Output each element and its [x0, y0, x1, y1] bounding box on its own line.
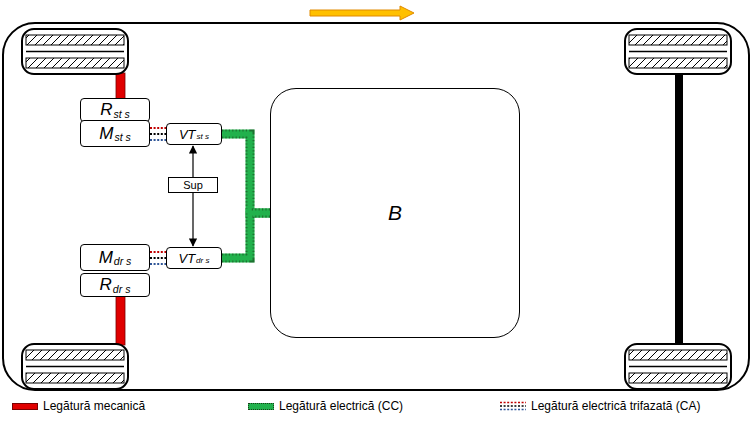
tire-outline [625, 344, 731, 389]
subscript-text: dr s [196, 256, 209, 265]
legend-line [500, 409, 526, 411]
dc-link [222, 134, 270, 213]
tire [22, 344, 128, 389]
phase-wire [150, 257, 166, 259]
legend-item: Legătură mecanică [12, 398, 145, 414]
tire [625, 29, 731, 74]
legend-line-sample [500, 401, 526, 411]
tire-tread [26, 350, 124, 360]
tire-tread [629, 373, 727, 383]
rear-axle [675, 74, 683, 344]
reducer-box: Rdr s [80, 273, 150, 297]
dc-bus-core [222, 134, 270, 213]
three-phase-link [150, 128, 166, 140]
symbol-text: R [100, 275, 112, 295]
phase-wire [150, 127, 166, 129]
legend-text: Legătură electrică trifazată (CA) [531, 399, 700, 413]
tire-tread [26, 35, 124, 45]
dc-link [222, 213, 270, 258]
phase-wire [150, 263, 166, 265]
tire-tread [629, 350, 727, 360]
control-line [192, 193, 193, 246]
tire-tread [26, 58, 124, 68]
dc-bus-dots [222, 213, 270, 258]
symbol-text: VT [178, 251, 195, 266]
tire [22, 29, 128, 74]
tire-tread [26, 373, 124, 383]
phase-wire [150, 133, 166, 135]
tire-groove [26, 366, 124, 368]
legend-swatch [12, 403, 38, 410]
symbol-text: B [388, 201, 402, 225]
legend-line [500, 405, 526, 407]
dc-bus [222, 213, 270, 258]
inverter-box: VTst s [166, 123, 222, 145]
chassis-outline [3, 23, 749, 390]
direction-arrow [310, 6, 414, 20]
tire-groove [629, 51, 727, 53]
legend-text: Legătură mecanică [43, 399, 145, 413]
mechanical-link [116, 73, 125, 99]
tire [625, 344, 731, 389]
inverter-box: VTdr s [166, 247, 222, 269]
reducer-box: Rst s [80, 98, 150, 122]
symbol-text: M [99, 248, 113, 268]
symbol-text: Sup [183, 179, 203, 191]
subscript-text: dr s [114, 255, 132, 267]
legend-item: Legătură electrică (CC) [248, 398, 403, 414]
control-arrow [193, 146, 194, 177]
tire-groove [26, 51, 124, 53]
legend-swatch [248, 403, 274, 410]
legend-text: Legătură electrică (CC) [279, 399, 403, 413]
phase-wire [150, 139, 166, 141]
legend-item: Legătură electrică trifazată (CA) [500, 398, 700, 414]
tire-tread [629, 58, 727, 68]
subscript-text: st s [197, 132, 210, 141]
subscript-text: st s [114, 131, 130, 143]
motor-box: Mdr s [80, 244, 150, 271]
dc-bus-core [222, 213, 270, 258]
control-line [192, 146, 193, 177]
subscript-text: st s [113, 108, 129, 120]
symbol-text: VT [179, 127, 196, 142]
symbol-text: R [100, 100, 112, 120]
tire-tread [629, 35, 727, 45]
subscript-text: dr s [113, 283, 131, 295]
tire-outline [625, 29, 731, 74]
tire-outline [22, 344, 128, 389]
three-phase-link [150, 252, 166, 264]
motor-box: Mst s [80, 120, 150, 147]
phase-wire [150, 251, 166, 253]
control-arrow [193, 193, 194, 246]
tire-groove [629, 366, 727, 368]
tire-outline [22, 29, 128, 74]
battery-box: B [270, 88, 520, 338]
dc-bus [222, 134, 270, 213]
mechanical-link [116, 295, 125, 345]
symbol-text: M [99, 124, 113, 144]
legend-line [500, 402, 526, 404]
dc-bus-dots [222, 134, 270, 213]
supervisor-box: Sup [168, 177, 218, 193]
